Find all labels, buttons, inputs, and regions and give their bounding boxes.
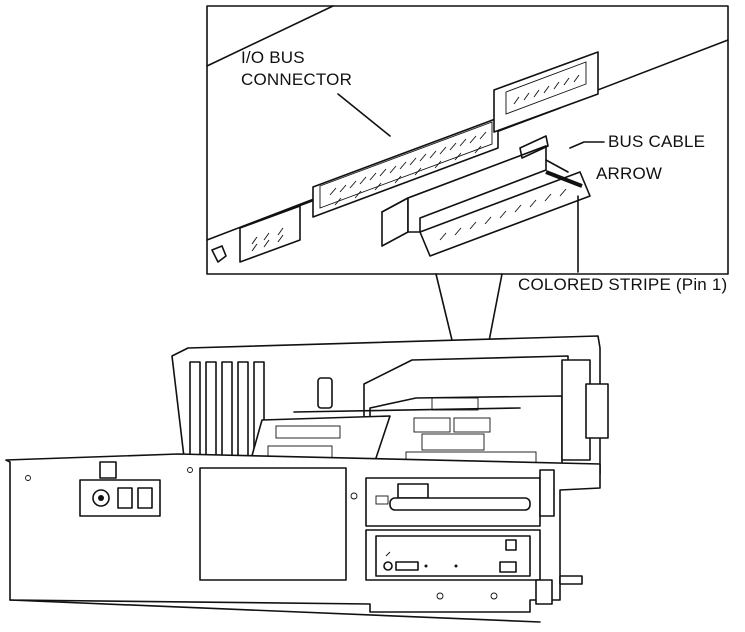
colored-stripe-mark (545, 170, 583, 188)
computer-chassis (5, 335, 609, 623)
leader-io-bus (337, 93, 391, 137)
floppy-slot (389, 497, 531, 511)
ribbon-cable (419, 171, 591, 257)
ribbon-lines (439, 188, 567, 241)
secondary-connector (493, 51, 599, 133)
power-switch-panel (79, 461, 161, 517)
label-bus-cable: BUS CABLE (608, 132, 706, 151)
side-latch (559, 575, 583, 585)
label-io-bus-line1: I/O BUS (241, 48, 305, 67)
detail-inset (206, 5, 729, 275)
io-bus-connector-pins (329, 131, 487, 206)
io-bus-connector (312, 117, 499, 218)
plug-arrow-mark (519, 135, 549, 159)
label-io-bus-line2: CONNECTOR (241, 70, 353, 89)
expansion-slots (189, 361, 265, 459)
left-connector-fragment (211, 205, 301, 263)
label-colored-stripe: COLORED STRIPE (Pin 1) (518, 275, 728, 294)
io-bus-connector-body (312, 117, 499, 218)
bus-cable-plug (381, 135, 591, 257)
leader-arrow (545, 159, 569, 173)
floppy-drive (365, 477, 541, 527)
cd-rom-drive (365, 529, 541, 581)
frame-bottom-edge (9, 599, 541, 623)
rear-port (317, 377, 333, 409)
leader-bus-cable (569, 141, 605, 149)
side-bracket (585, 383, 609, 439)
front-frame-opening (199, 467, 347, 581)
label-arrow: ARROW (596, 164, 663, 183)
panel-edge-top (206, 5, 334, 67)
plug-front (407, 145, 547, 233)
